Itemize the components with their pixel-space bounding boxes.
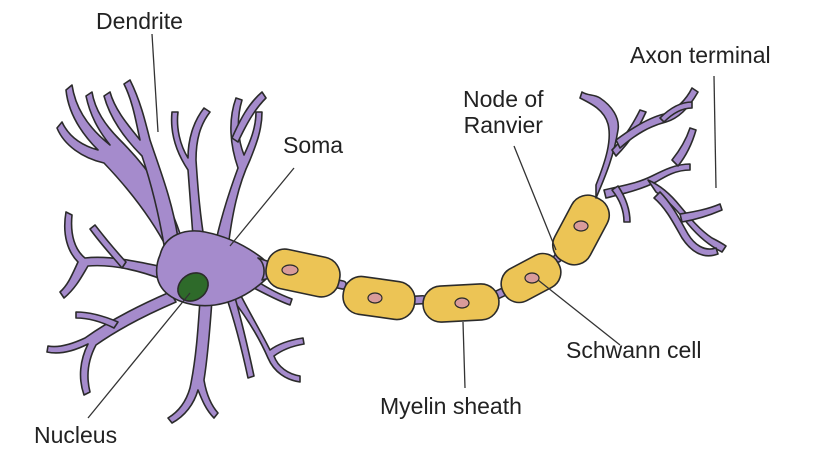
myelin-leader — [462, 321, 466, 389]
schwann-nuclei — [281, 220, 589, 309]
node-label-line1: Node of — [463, 86, 544, 112]
dendrite-leader — [151, 33, 159, 133]
schwann-leader — [537, 279, 621, 346]
soma-leader — [229, 167, 295, 247]
axon-terminal-leader — [713, 75, 717, 189]
leader-lines — [87, 33, 717, 419]
nucleus-label: Nucleus — [34, 422, 118, 448]
axon-terminal-branches — [579, 87, 727, 257]
node-of-ranvier-label: Node of Ranvier — [463, 86, 544, 139]
myelin-segment — [265, 248, 341, 298]
dendrites — [46, 79, 305, 424]
neuron-body — [46, 79, 727, 424]
axon-terminal-label: Axon terminal — [630, 42, 771, 68]
node-label-line2: Ranvier — [463, 112, 543, 139]
myelin-sheath-label: Myelin sheath — [380, 393, 522, 419]
nucleus-shape — [177, 272, 209, 302]
myelin-segments — [265, 194, 611, 323]
dendrite-label: Dendrite — [96, 8, 183, 34]
soma-shape — [155, 230, 271, 307]
soma-label: Soma — [283, 132, 344, 158]
node-leader — [513, 145, 557, 251]
schwann-cell-label: Schwann cell — [566, 337, 702, 363]
nucleus-leader — [87, 292, 191, 419]
